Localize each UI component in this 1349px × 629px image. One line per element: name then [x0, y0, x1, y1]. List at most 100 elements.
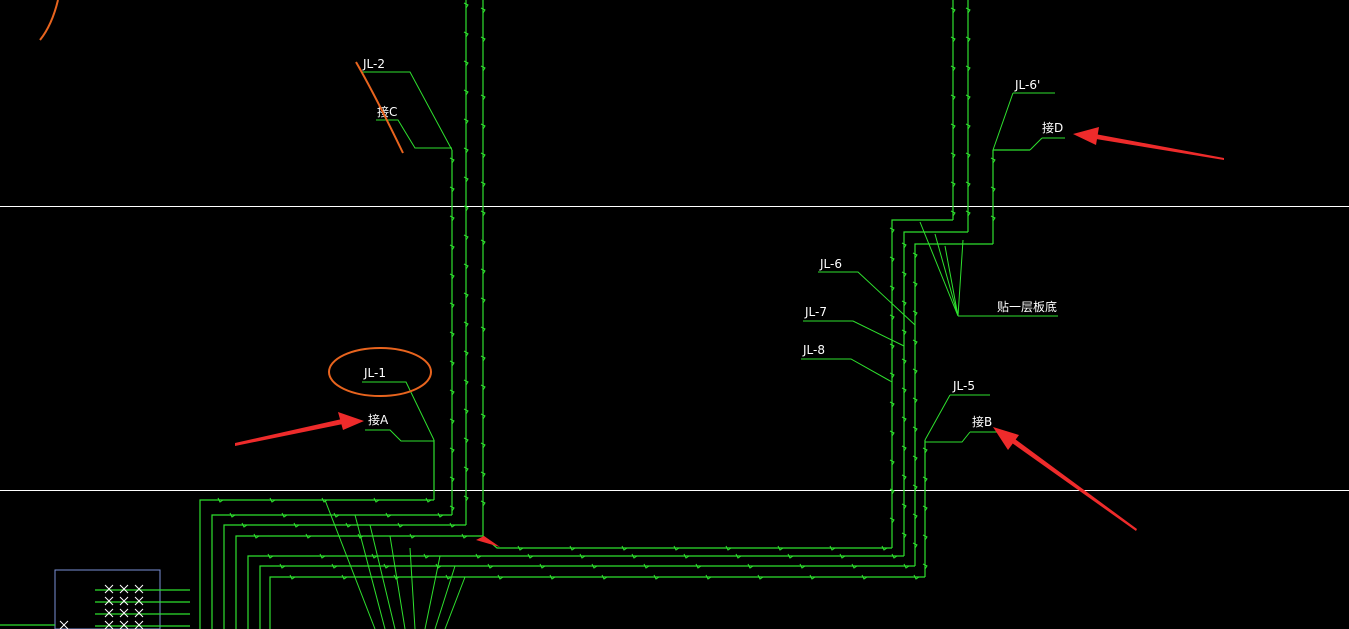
- callout-jie-b[interactable]: 接B: [925, 414, 997, 443]
- pipe-tick: [591, 563, 598, 569]
- pipe-tick: [449, 360, 455, 367]
- pipe-tick: [480, 181, 486, 188]
- callout-jie-d[interactable]: 接D: [1029, 120, 1065, 151]
- pipe-tick: [463, 176, 469, 183]
- pipe-tick: [437, 512, 444, 518]
- pipe-tick: [965, 7, 971, 14]
- label-jie-b: 接B: [972, 414, 992, 429]
- markup-arrow-to-jie-d: [1073, 127, 1224, 160]
- pipe-tick: [449, 186, 455, 193]
- pipe-tick: [383, 563, 390, 569]
- pipe-tick: [912, 455, 918, 462]
- label-jie-c: 接C: [377, 104, 397, 119]
- pipe-tick: [889, 372, 895, 379]
- pipe-tick: [463, 89, 469, 96]
- pipe-tick: [463, 118, 469, 125]
- pipe-tick: [889, 459, 895, 466]
- pipe-tick: [480, 94, 486, 101]
- pipe-tick: [950, 94, 956, 101]
- pipe-tick: [829, 545, 836, 551]
- pipe-tick: [293, 522, 300, 528]
- pipe-tick: [480, 413, 486, 420]
- pipe-tick: [990, 215, 996, 222]
- pipe-tick: [253, 533, 260, 539]
- pipe-tick: [889, 285, 895, 292]
- pipe-tick: [912, 310, 918, 317]
- pipe-tick: [912, 252, 918, 259]
- label-jl6: JL-6: [819, 257, 842, 271]
- pipe-tick: [449, 447, 455, 454]
- pipe-tick: [757, 574, 764, 580]
- pipe-tick: [229, 512, 236, 518]
- pipe-tick: [463, 292, 469, 299]
- pipe-tick: [480, 442, 486, 449]
- pipe-tick: [217, 497, 224, 503]
- pipe-tick: [990, 157, 996, 164]
- label-jl6-prime: JL-6': [1014, 78, 1040, 92]
- pipe-tick: [480, 152, 486, 159]
- callout-jl6-prime[interactable]: JL-6': [992, 78, 1055, 151]
- callout-jl8[interactable]: JL-8: [801, 343, 893, 383]
- pipe-tick: [449, 476, 455, 483]
- pipe-tick: [889, 488, 895, 495]
- pipe-tick: [345, 522, 352, 528]
- callout-jl5[interactable]: JL-5: [924, 379, 990, 441]
- pipe-tick: [965, 181, 971, 188]
- callout-jie-a[interactable]: 接A: [365, 412, 434, 442]
- pipe-tick: [497, 574, 504, 580]
- pipe-tick: [480, 355, 486, 362]
- pipe-tick: [463, 437, 469, 444]
- pipe-tick: [449, 157, 455, 164]
- pipe-tick: [463, 379, 469, 386]
- pipe-tick: [950, 36, 956, 43]
- pipe-tick: [631, 553, 638, 559]
- pipe-tick: [480, 210, 486, 217]
- label-jie-a: 接A: [368, 412, 389, 427]
- pipe-tick: [463, 321, 469, 328]
- valve-manifold: [0, 569, 190, 629]
- pipe-tick: [653, 574, 660, 580]
- pipe-tick: [901, 271, 907, 278]
- pipe-tick: [922, 563, 928, 570]
- pipe-tick: [889, 517, 895, 524]
- pipe-tick: [373, 497, 380, 503]
- pipe-tick: [839, 553, 846, 559]
- pipe-tick: [891, 553, 898, 559]
- pipe-tick: [331, 563, 338, 569]
- pipe-tick: [683, 553, 690, 559]
- markup-line-jl2: [355, 61, 404, 154]
- pipe-tick: [621, 545, 628, 551]
- pipe-tick: [449, 522, 456, 528]
- pipe-tick: [787, 553, 794, 559]
- pipe-tick: [990, 186, 996, 193]
- pipe-tick: [901, 300, 907, 307]
- pipe-tick: [480, 123, 486, 130]
- pipe-tick: [861, 574, 868, 580]
- bottom-fan-lines: [324, 499, 466, 629]
- pipe-tick-marks: [217, 2, 996, 580]
- callout-jl7[interactable]: JL-7: [803, 305, 905, 347]
- pipe-tick: [463, 205, 469, 212]
- callout-jl2[interactable]: JL-2: [362, 57, 453, 151]
- pipe-tick: [449, 273, 455, 280]
- callout-tie-slab[interactable]: 贴一层板底: [919, 221, 1058, 317]
- pipe-tick: [480, 500, 486, 507]
- pipe-tick: [747, 563, 754, 569]
- pipe-tick: [901, 503, 907, 510]
- pipe-tick: [965, 65, 971, 72]
- pipe-tick: [889, 343, 895, 350]
- pipe-tick: [809, 574, 816, 580]
- pipe-tick: [777, 545, 784, 551]
- pipe-tick: [901, 329, 907, 336]
- pipe-tick: [480, 471, 486, 478]
- pipe-tick: [397, 522, 404, 528]
- label-jl1: JL-1: [363, 366, 386, 380]
- pipe-tick: [463, 408, 469, 415]
- callout-jl1[interactable]: JL-1: [362, 366, 435, 441]
- pipe-tick: [480, 384, 486, 391]
- pipe-tick: [539, 563, 546, 569]
- callout-jl6[interactable]: JL-6: [818, 257, 916, 326]
- pipe-tick: [393, 574, 400, 580]
- pipe-tick: [912, 397, 918, 404]
